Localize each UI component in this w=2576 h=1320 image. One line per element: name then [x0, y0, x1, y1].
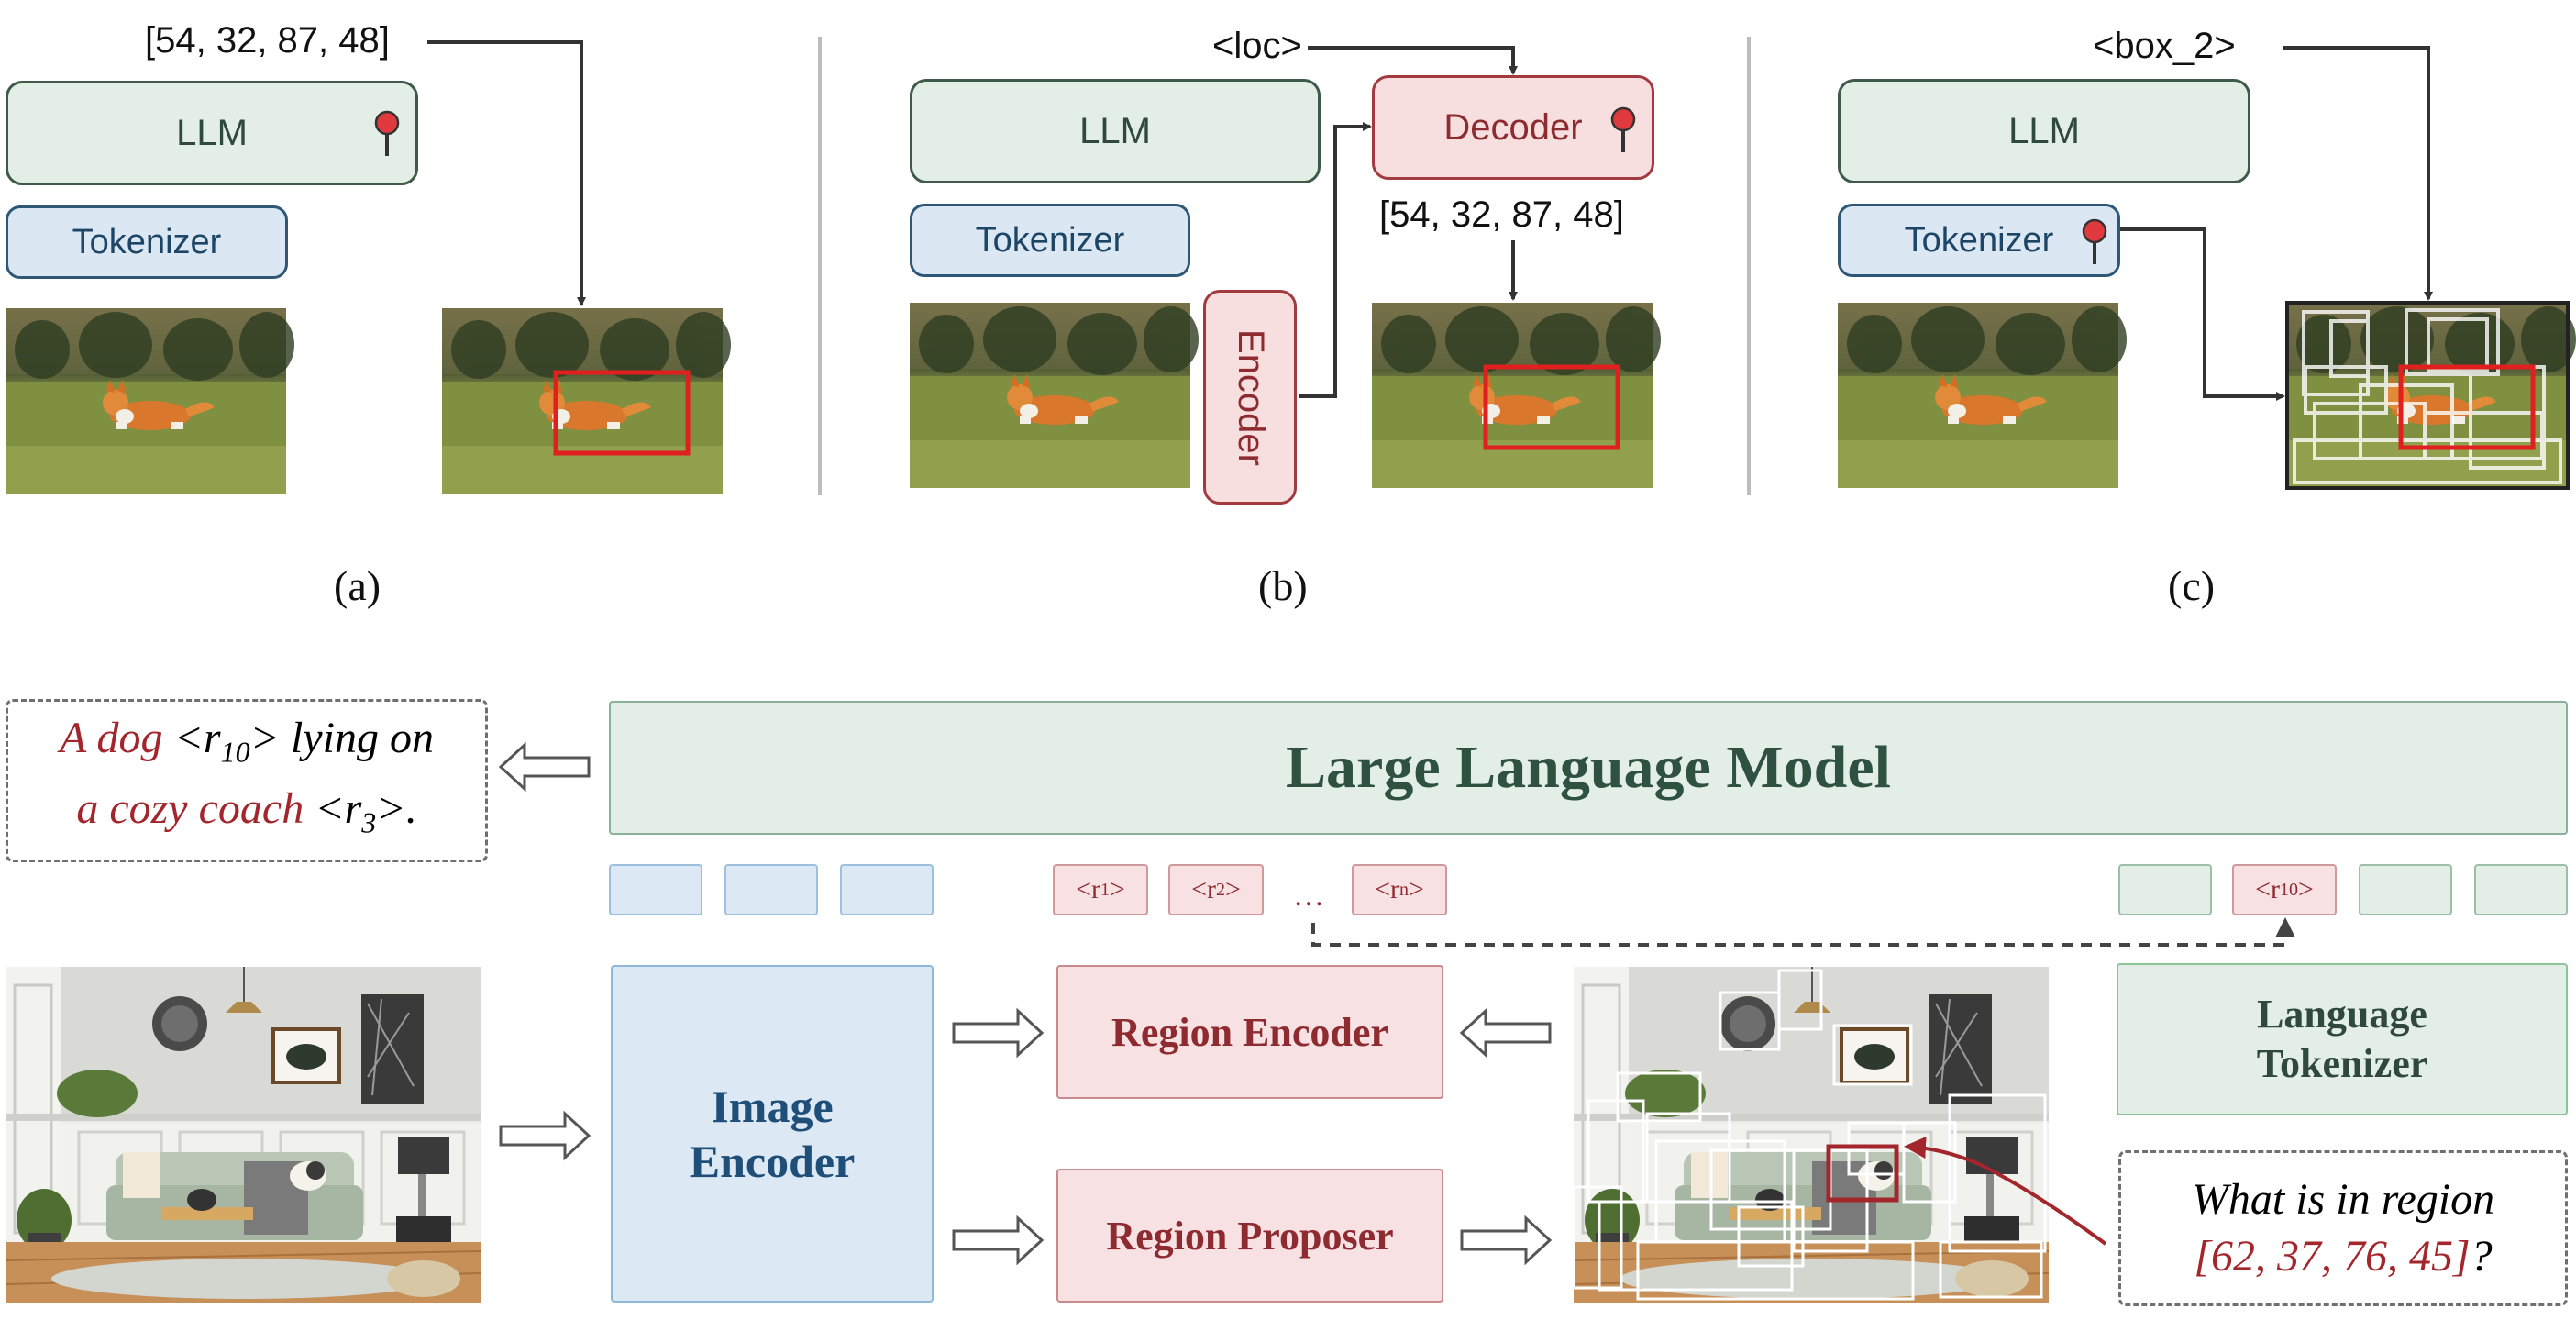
panel-b-decoder: Decoder	[1372, 75, 1654, 180]
panel-b-input-image	[910, 303, 1199, 488]
highlighted-region	[1826, 1144, 1899, 1203]
panel-a-caption: (a)	[334, 562, 381, 609]
panel-b-caption: (b)	[1258, 562, 1308, 609]
panel-a-arrow	[427, 40, 586, 306]
panel-b-tokenizer-label: Tokenizer	[975, 220, 1125, 260]
panel-a-llm: LLM	[6, 81, 418, 185]
panel-c-caption: (c)	[2168, 562, 2216, 609]
panel-c-pin-icon	[2082, 218, 2107, 264]
panel-a-pin-icon	[374, 110, 400, 156]
output-token-r10-close: > lying on	[249, 714, 434, 763]
top-graphics	[6, 40, 2576, 494]
output-line-1: A dog <r10> lying on	[8, 710, 485, 781]
panel-b-loc-token: <loc>	[1212, 26, 1302, 66]
arrow-encoder-to-region-encoder	[952, 1007, 1045, 1059]
image-encoder-line-1: Image	[711, 1081, 834, 1132]
panel-b-decoder-label: Decoder	[1443, 106, 1583, 148]
question-line-1: What is in region	[2191, 1175, 2495, 1224]
image-encoder-line-2: Encoder	[689, 1136, 856, 1187]
language-tokenizer-line-2: Tokenizer	[2256, 1041, 2428, 1086]
panel-c-box-token: <box_2>	[2093, 26, 2236, 66]
image-token-2	[724, 864, 818, 915]
output-phrase-dog: A dog	[60, 714, 163, 763]
question-box: What is in region [62, 37, 76, 45]?	[2118, 1150, 2568, 1306]
divider-ab	[818, 37, 822, 495]
arrow-encoder-to-proposer	[952, 1215, 1045, 1266]
output-token-r3-open: <r	[304, 784, 362, 833]
question-coords: [62, 37, 76, 45]	[2194, 1232, 2471, 1281]
output-token-r10-open: <r	[162, 714, 221, 763]
panel-b-llm: LLM	[910, 79, 1321, 183]
input-room-photo	[4, 965, 482, 1304]
panel-c-llm-label: LLM	[2008, 110, 2080, 151]
output-token-r3-sub: 3	[361, 805, 377, 839]
proposed-regions-photo	[1572, 965, 2051, 1304]
arrow-proposer-to-photo	[1460, 1215, 1553, 1266]
panel-b-bbox	[1483, 364, 1620, 450]
panel-b-coords: [54, 32, 87, 48]	[1379, 194, 1624, 235]
large-language-model-label: Large Language Model	[1286, 734, 1891, 801]
arrow-photo-to-region-encoder	[1459, 1007, 1552, 1059]
output-token-r3-close: >.	[376, 784, 417, 833]
panel-c-llm: LLM	[1838, 79, 2250, 183]
output-phrase-coach: a cozy coach	[76, 784, 304, 833]
question-mark: ?	[2470, 1232, 2493, 1281]
panel-c-box-arrow	[2283, 46, 2433, 301]
panel-b-llm-label: LLM	[1079, 110, 1151, 151]
panel-a-coords: [54, 32, 87, 48]	[145, 20, 390, 61]
panel-b-tokenizer: Tokenizer	[910, 204, 1190, 277]
panel-c-bbox	[2398, 364, 2536, 450]
panel-a-tokenizer: Tokenizer	[6, 205, 288, 279]
dashed-region-link	[1311, 917, 2295, 947]
panel-c-input-image	[1838, 303, 2127, 488]
large-language-model: Large Language Model	[609, 701, 2568, 835]
panel-b-encoder: Encoder	[1203, 290, 1297, 505]
panel-b-encoder-arrow	[1299, 122, 1372, 398]
region-token-ellipsis: …	[1293, 879, 1324, 913]
lang-token-4	[2474, 864, 2568, 915]
output-line-2: a cozy coach <r3>.	[8, 781, 485, 851]
image-token-3	[840, 864, 934, 915]
question-line-2: [62, 37, 76, 45]?	[2121, 1228, 2565, 1285]
panel-c-tokenizer: Tokenizer	[1838, 204, 2120, 277]
language-tokenizer: Language Tokenizer	[2117, 963, 2568, 1115]
output-text-box: A dog <r10> lying on a cozy coach <r3>.	[6, 699, 488, 862]
arrow-photo-to-encoder	[499, 1110, 591, 1161]
panel-b-loc-arrow	[1308, 46, 1518, 75]
lang-token-3	[2359, 864, 2452, 915]
panel-a-input-image	[6, 308, 294, 494]
panel-a-output-image	[442, 308, 731, 494]
region-proposer: Region Proposer	[1056, 1169, 1443, 1303]
output-token-r10-sub: 10	[220, 736, 250, 769]
language-tokenizer-line-1: Language	[2257, 992, 2427, 1037]
panel-a-bbox	[553, 370, 691, 456]
image-encoder: Image Encoder	[611, 965, 934, 1303]
panel-c-tokenizer-label: Tokenizer	[1904, 220, 2054, 260]
divider-bc	[1747, 37, 1751, 495]
panel-b-pin-icon	[1610, 106, 1636, 152]
region-encoder: Region Encoder	[1056, 965, 1443, 1099]
panel-a-tokenizer-label: Tokenizer	[72, 222, 222, 261]
arrow-llm-to-output	[498, 741, 591, 793]
lang-token-1	[2118, 864, 2212, 915]
panel-c-tokenizer-arrow	[2120, 227, 2285, 401]
panel-b-output-image	[1372, 303, 1661, 488]
panel-c-output-image	[2285, 301, 2576, 490]
image-token-1	[609, 864, 702, 915]
region-proposer-label: Region Proposer	[1106, 1213, 1394, 1259]
region-encoder-label: Region Encoder	[1111, 1009, 1388, 1055]
question-to-region-arrow	[1904, 1137, 2107, 1246]
panel-a-llm-label: LLM	[176, 112, 248, 153]
